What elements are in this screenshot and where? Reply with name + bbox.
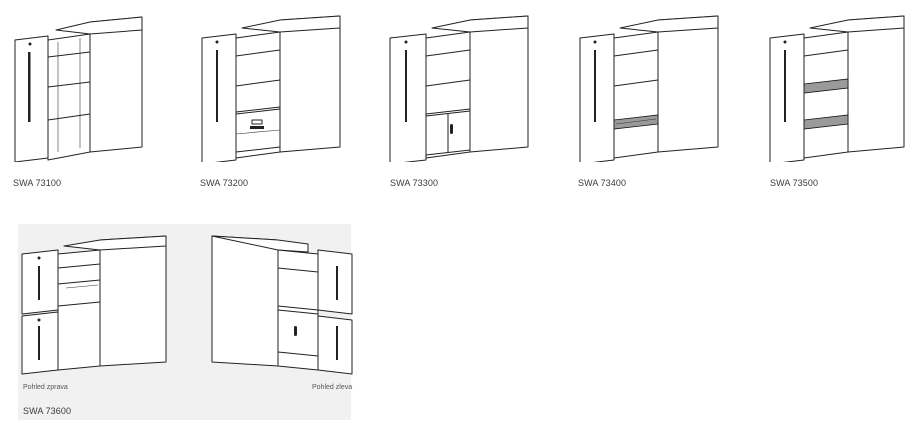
cabinet-drawing-2 <box>201 15 341 162</box>
product-tile-3[interactable]: SWA 73300 <box>388 12 538 192</box>
product-tile-2[interactable]: SWA 73200 <box>200 12 350 192</box>
cabinet-left-view-drawing <box>211 235 353 375</box>
product-code: SWA 73400 <box>578 178 627 188</box>
product-group-panel[interactable]: Pohled zprava Pohled zleva SWA 73600 <box>18 224 353 420</box>
cabinet-drawing-3 <box>389 15 529 162</box>
product-code: SWA 73100 <box>13 178 62 188</box>
product-code: SWA 73200 <box>200 178 249 188</box>
product-code: SWA 73300 <box>390 178 439 188</box>
view-label-left: Pohled zleva <box>312 384 353 391</box>
cabinet-drawing-5 <box>769 15 905 162</box>
product-tile-5[interactable]: SWA 73500 <box>768 12 912 192</box>
cabinet-drawing-4 <box>579 15 719 162</box>
product-code: SWA 73500 <box>770 178 819 188</box>
product-tile-1[interactable]: SWA 73100 <box>10 12 160 192</box>
view-label-right: Pohled zprava <box>23 384 68 391</box>
product-tile-4[interactable]: SWA 73400 <box>578 12 728 192</box>
cabinet-drawing-1 <box>14 16 143 162</box>
product-code: SWA 73600 <box>23 406 72 416</box>
cabinet-right-view-drawing <box>21 235 167 375</box>
